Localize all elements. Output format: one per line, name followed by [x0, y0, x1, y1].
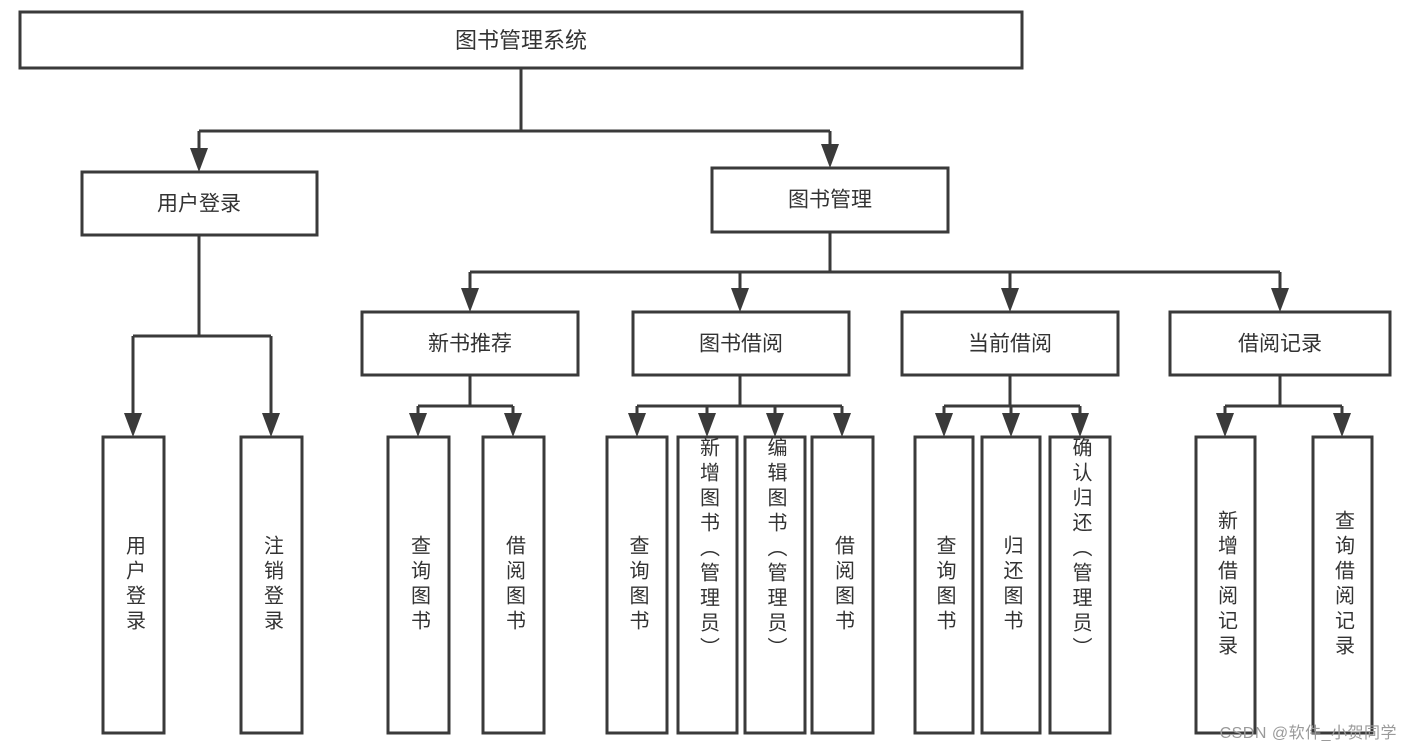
leaf-box-borrow-record-query[interactable]: [1311, 435, 1374, 735]
arrow-head-icon: [124, 413, 142, 437]
leaf-box-current-borrow-confirm[interactable]: [1048, 435, 1112, 735]
node-box-current-borrow[interactable]: [900, 310, 1120, 377]
arrow-head-icon: [504, 413, 522, 437]
connector-group-borrow-record: [1216, 375, 1351, 437]
connector-group-book-mgmt: [461, 232, 1289, 312]
node-label-new-book-recommend: 新书推荐: [428, 333, 512, 356]
connector-group-new-book: [409, 375, 522, 437]
arrow-head-icon: [1071, 413, 1089, 437]
arrow-head-icon: [821, 144, 839, 168]
arrow-head-icon: [1216, 413, 1234, 437]
arrow-head-icon: [628, 413, 646, 437]
arrow-head-icon: [1001, 288, 1019, 312]
connector-group-root: [190, 68, 839, 172]
leaf-box-user-login-logout[interactable]: [239, 435, 304, 735]
leaf-box-current-borrow-query[interactable]: [913, 435, 975, 735]
arrow-head-icon: [698, 413, 716, 437]
leaf-box-user-login-login[interactable]: [101, 435, 166, 735]
node-label-user-login: 用户登录: [157, 193, 241, 216]
leaf-box-current-borrow-return[interactable]: [980, 435, 1042, 735]
leaf-box-new-book-query[interactable]: [386, 435, 451, 735]
arrow-head-icon: [461, 288, 479, 312]
arrow-head-icon: [190, 148, 208, 172]
leaf-box-book-borrow-query[interactable]: [605, 435, 669, 735]
arrow-head-icon: [409, 413, 427, 437]
arrow-head-icon: [1002, 413, 1020, 437]
node-label-current-borrow: 当前借阅: [968, 333, 1052, 356]
arrow-head-icon: [766, 413, 784, 437]
arrow-head-icon: [731, 288, 749, 312]
connector-group-user-login: [124, 235, 280, 437]
node-box-book-borrow[interactable]: [631, 310, 851, 377]
node-box-borrow-record[interactable]: [1168, 310, 1392, 377]
arrow-head-icon: [1333, 413, 1351, 437]
node-box-root[interactable]: [18, 10, 1024, 70]
arrow-head-icon: [1271, 288, 1289, 312]
connector-group-current-borrow: [935, 375, 1089, 437]
node-label-book-borrow: 图书借阅: [699, 333, 783, 356]
watermark-text: CSDN @软件_小贺同学: [1219, 725, 1397, 742]
connector-group-book-borrow: [628, 375, 851, 437]
leaf-box-borrow-record-add[interactable]: [1194, 435, 1257, 735]
arrow-head-icon: [935, 413, 953, 437]
node-box-book-management[interactable]: [710, 166, 950, 234]
arrow-head-icon: [833, 413, 851, 437]
leaf-box-book-borrow-lend[interactable]: [810, 435, 875, 735]
leaf-box-book-borrow-edit[interactable]: [743, 435, 807, 735]
node-box-user-login[interactable]: [80, 170, 319, 237]
node-box-new-book-recommend[interactable]: [360, 310, 580, 377]
node-label-root: 图书管理系统: [455, 28, 587, 53]
leaf-box-new-book-borrow[interactable]: [481, 435, 546, 735]
node-label-borrow-record: 借阅记录: [1238, 333, 1322, 356]
node-label-book-management: 图书管理: [788, 189, 872, 212]
arrow-head-icon: [262, 413, 280, 437]
leaf-box-book-borrow-add[interactable]: [676, 435, 739, 735]
